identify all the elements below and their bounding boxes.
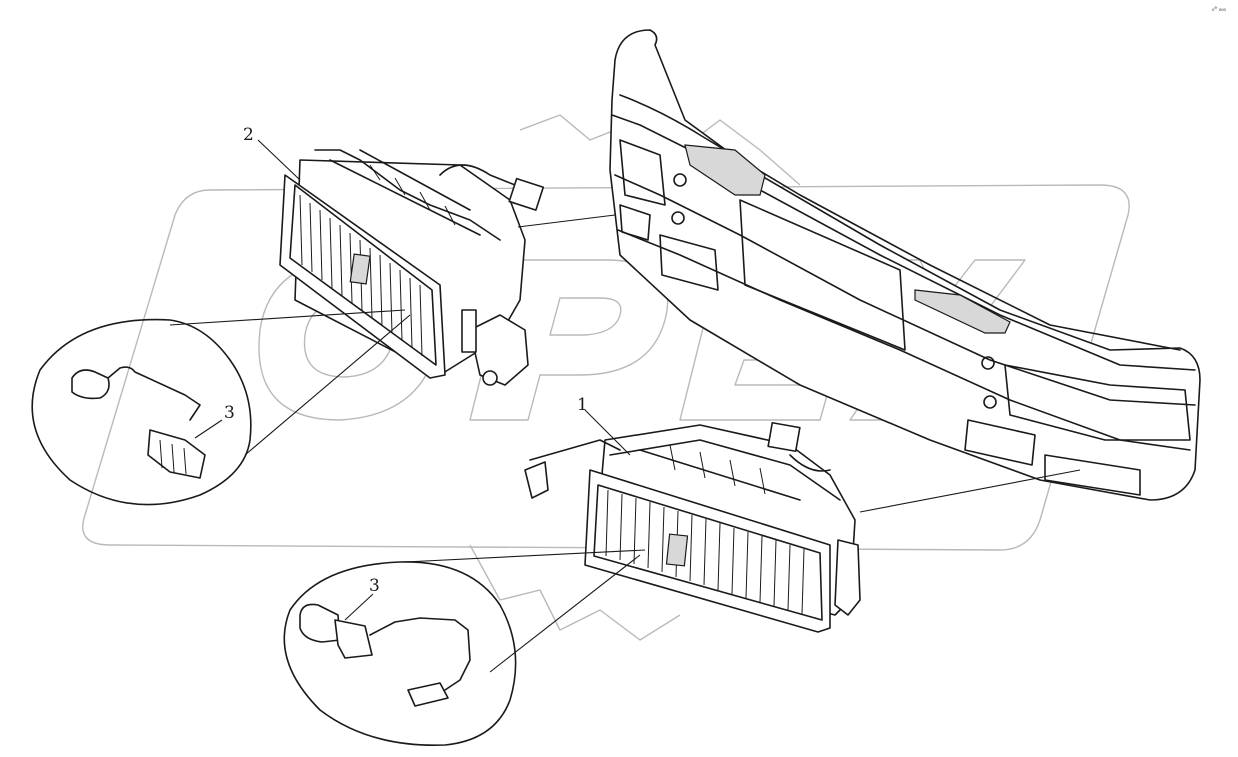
leader-lines [169,139,1081,673]
bulb-detail-right [283,561,517,747]
callout-bulb-right: 3 [369,576,380,596]
callout-bulb-left: 3 [224,403,235,423]
bulb-detail-left [31,318,252,506]
fog-lamp-left [279,149,545,386]
fog-lamp-right [524,421,861,633]
callout-fog-lamp-left: 2 [243,125,254,145]
callout-fog-lamp-right: 1 [577,395,588,415]
corner-mark: ₀⁹ ₀₀₀ [1212,6,1227,13]
front-bumper [609,29,1201,501]
